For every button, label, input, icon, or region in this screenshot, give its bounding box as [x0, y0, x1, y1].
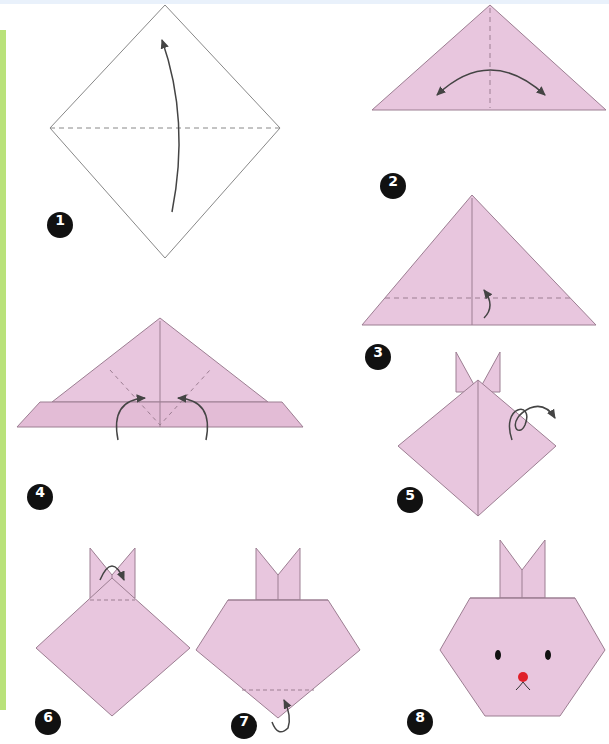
- step-2-figure: [372, 5, 606, 110]
- step-6-figure: [36, 548, 190, 716]
- step-number: 5: [397, 487, 423, 513]
- side-bar: [0, 30, 6, 710]
- top-bar: [0, 0, 609, 4]
- step-number: 6: [35, 709, 61, 735]
- step-3-figure: [362, 195, 596, 325]
- step-number: 7: [231, 713, 257, 739]
- step-number: 4: [27, 484, 53, 510]
- step-1-figure: [50, 5, 280, 258]
- step-8-figure: [440, 540, 605, 716]
- step-4-figure: [17, 318, 303, 440]
- step-number: 1: [47, 212, 73, 238]
- step-number: 8: [407, 709, 433, 735]
- step-badges: [27, 173, 433, 739]
- step-number: 3: [365, 344, 391, 370]
- step-number: 2: [380, 173, 406, 199]
- step-5-figure: [398, 352, 556, 516]
- step-7-figure: [196, 548, 360, 732]
